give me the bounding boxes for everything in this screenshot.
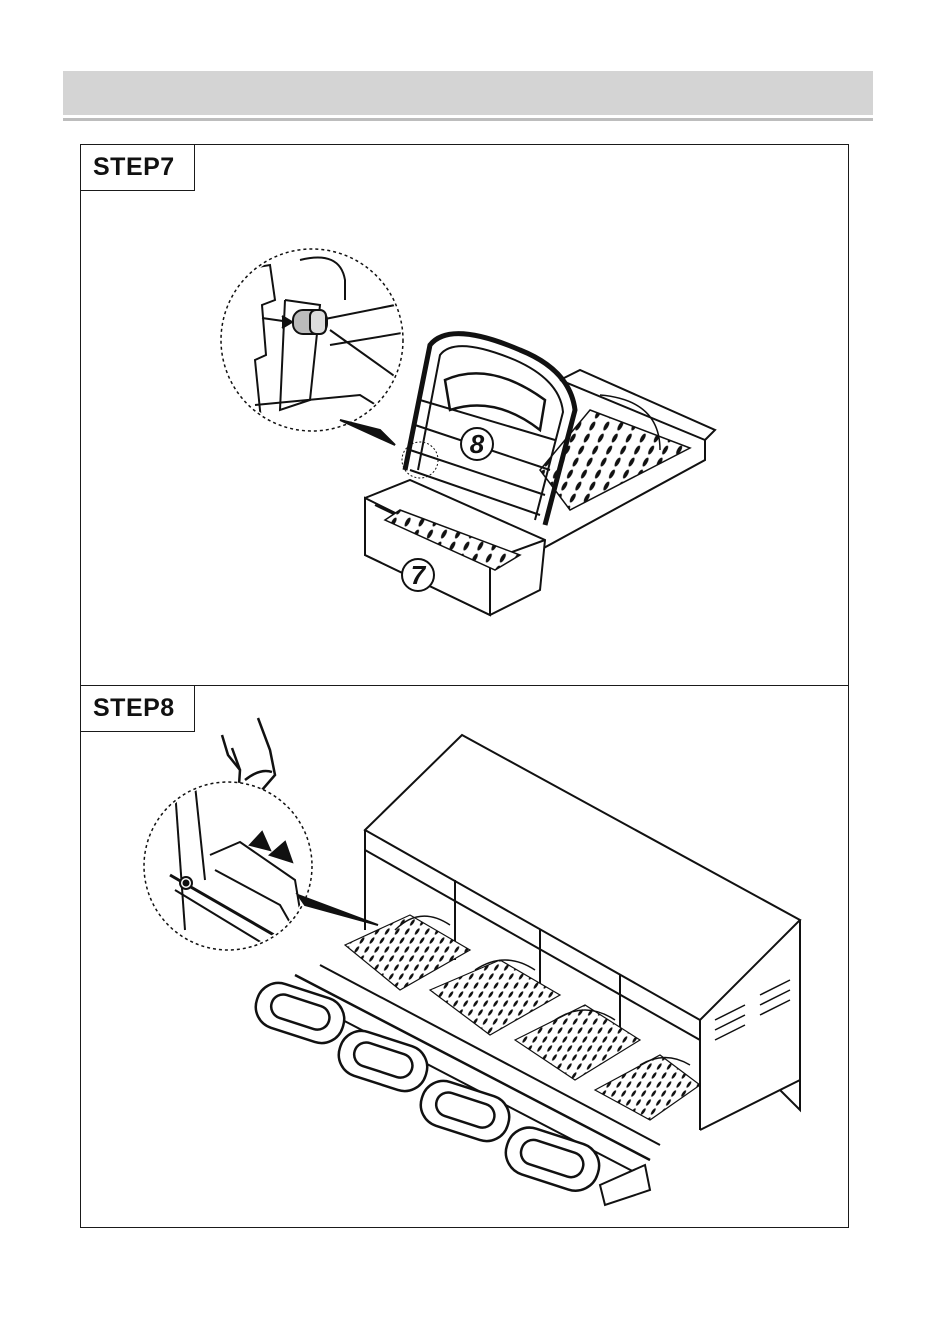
callout-7-text: 7 [411,560,427,590]
zoom-detail-circle-2 [144,782,312,950]
step7-illustration [221,249,715,615]
step8-illustration [144,718,800,1205]
callout-8-text: 8 [470,429,485,459]
